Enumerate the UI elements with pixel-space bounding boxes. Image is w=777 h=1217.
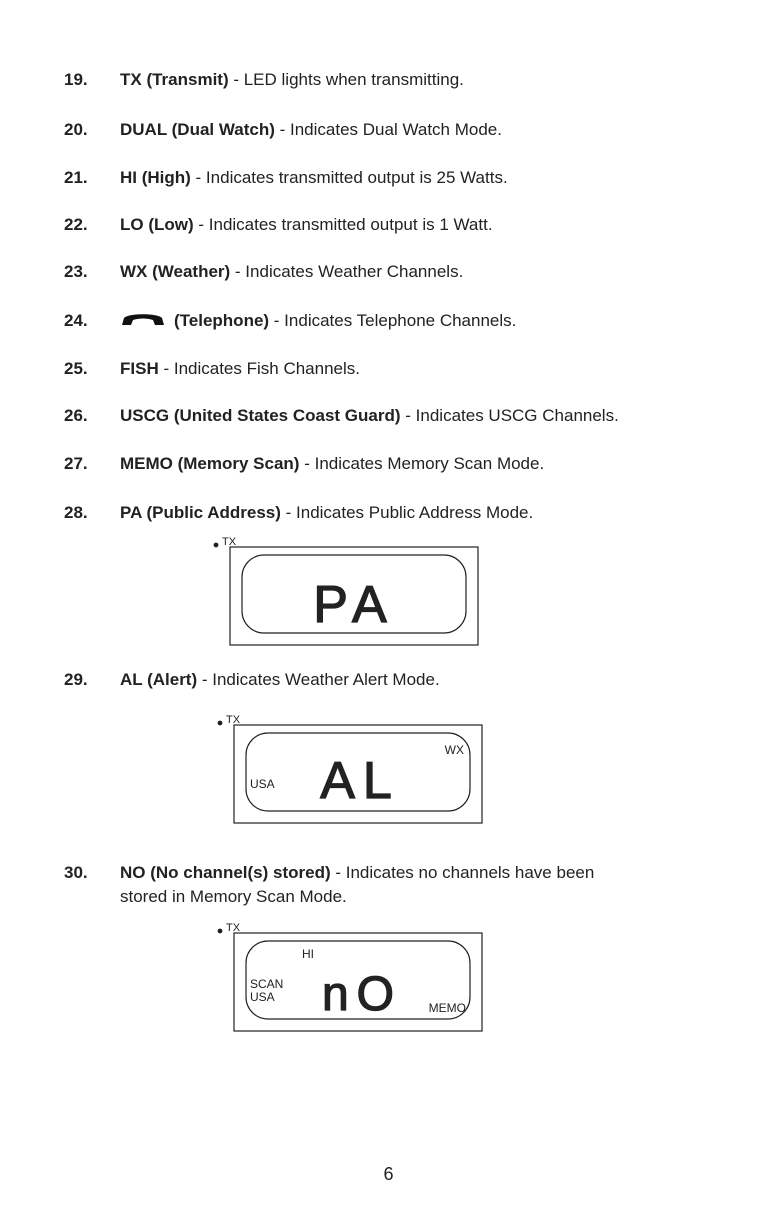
item-description: - Indicates Dual Watch Mode.	[274, 120, 502, 139]
item-term: WX (Weather)	[120, 262, 231, 281]
item-term: NO (No channel(s) stored)	[120, 863, 331, 882]
item-description: - Indicates USCG Channels.	[400, 406, 619, 425]
usa-indicator: USA	[250, 990, 275, 1004]
item-term: MEMO (Memory Scan)	[120, 454, 300, 473]
item-term: TX (Transmit)	[120, 70, 229, 89]
item-number: 22.	[64, 215, 88, 234]
item-term: LO (Low)	[120, 215, 194, 234]
item-description: - Indicates no channels have been	[330, 863, 595, 882]
lcd-display-al: TX USA WX AL	[214, 712, 486, 824]
item-term: (Telephone)	[174, 311, 270, 330]
item-description: - LED lights when transmitting.	[228, 70, 464, 89]
lcd-digits: PA	[313, 576, 395, 634]
lcd-digits: nO	[322, 968, 402, 1021]
item-number: 30.	[64, 863, 88, 882]
item-term: AL (Alert)	[120, 670, 198, 689]
lcd-screen	[245, 732, 471, 812]
item-description: - Indicates transmitted output is 1 Watt…	[193, 215, 493, 234]
page-number: 6	[383, 1164, 394, 1184]
item-term: USCG (United States Coast Guard)	[120, 406, 401, 425]
item-term: PA (Public Address)	[120, 503, 281, 522]
lcd-screen	[241, 554, 467, 634]
item-description: - Indicates Weather Channels.	[230, 262, 464, 281]
item-number: 23.	[64, 262, 88, 281]
item-term: HI (High)	[120, 168, 191, 187]
item-number: 28.	[64, 503, 88, 522]
tx-label: TX	[226, 922, 241, 934]
item-description: - Indicates Public Address Mode.	[280, 503, 534, 522]
display-frame	[233, 932, 483, 1032]
item-number: 20.	[64, 120, 88, 139]
item-number: 26.	[64, 406, 88, 425]
telephone-handset-icon	[122, 314, 164, 325]
display-frame	[233, 724, 483, 824]
display-frame	[229, 546, 479, 646]
tx-led-icon	[217, 720, 223, 726]
item-description: - Indicates Fish Channels.	[158, 359, 360, 378]
lcd-screen	[245, 940, 471, 1020]
item-description: - Indicates Weather Alert Mode.	[197, 670, 440, 689]
item-number: 21.	[64, 168, 88, 187]
hi-indicator: HI	[302, 947, 314, 961]
item-number: 19.	[64, 70, 88, 89]
usa-indicator: USA	[250, 777, 275, 791]
lcd-display-no: TX HI SCAN USA MEMO nO	[214, 920, 486, 1034]
item-number: 25.	[64, 359, 88, 378]
item-number: 24.	[64, 311, 88, 330]
memo-indicator: MEMO	[429, 1001, 466, 1015]
lcd-digits: AL	[320, 752, 400, 810]
item-term: DUAL (Dual Watch)	[120, 120, 275, 139]
tx-label: TX	[226, 714, 241, 726]
scan-indicator: SCAN	[250, 977, 283, 991]
tx-label: TX	[222, 536, 237, 548]
item-description: - Indicates transmitted output is 25 Wat…	[190, 168, 508, 187]
item-number: 29.	[64, 670, 88, 689]
item-term: FISH	[120, 359, 159, 378]
lcd-display-pa: TX PA	[210, 534, 482, 646]
wx-indicator: WX	[445, 743, 464, 757]
item-number: 27.	[64, 454, 88, 473]
tx-led-icon	[217, 928, 223, 934]
list-item-30-continuation: stored in Memory Scan Mode.	[120, 887, 347, 906]
item-description: - Indicates Memory Scan Mode.	[299, 454, 545, 473]
item-description: - Indicates Telephone Channels.	[269, 311, 517, 330]
tx-led-icon	[213, 542, 219, 548]
